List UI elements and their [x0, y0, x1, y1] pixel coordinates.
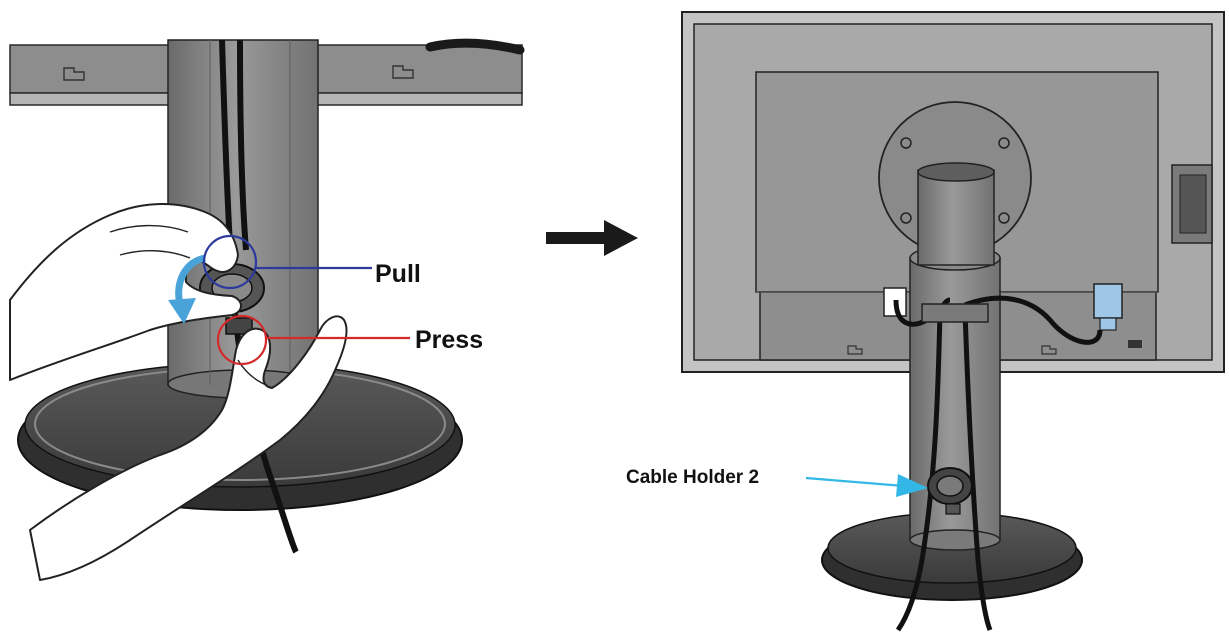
press-marker [216, 314, 410, 366]
cable-holder-2-label: Cable Holder 2 [626, 467, 760, 488]
hands [9, 203, 348, 581]
cable-holder-clip-upper [921, 303, 989, 323]
press-label: Press [415, 326, 484, 354]
right-step-illustration [681, 11, 1225, 632]
right-arrow-icon [546, 220, 638, 256]
curved-arrow-icon [168, 254, 206, 324]
cables-right [893, 295, 1103, 632]
cable-holder-2-ring [927, 467, 973, 515]
left-step-illustration [9, 38, 525, 581]
pull-marker [202, 234, 372, 290]
rear-ports [883, 283, 1123, 331]
pull-label: Pull [375, 260, 421, 288]
cable-holder-pointer [805, 474, 928, 497]
